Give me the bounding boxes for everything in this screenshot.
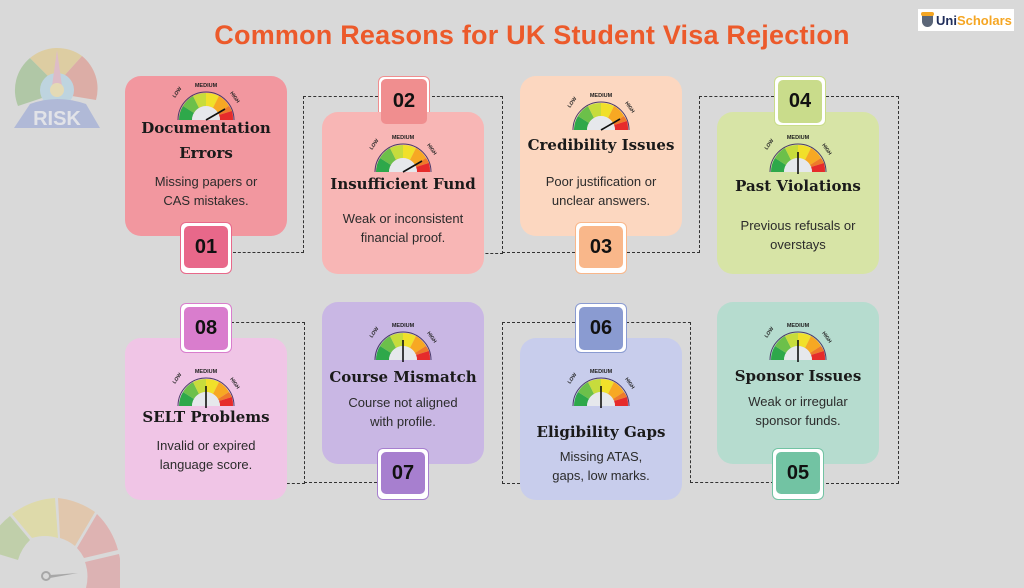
risk-gauge-icon: [363, 132, 443, 173]
step-badge-05: 05: [772, 448, 824, 500]
reason-description: Missing ATAS, gaps, low marks.: [552, 449, 650, 483]
reason-card-05: Sponsor Issues Weak or irregular sponsor…: [717, 302, 879, 464]
step-number: 05: [776, 452, 820, 494]
reason-card-02: Insufficient Fund Weak or inconsistent f…: [322, 112, 484, 274]
risk-gauge-icon: [561, 366, 641, 408]
connector-01-02-top: [303, 96, 378, 97]
reason-card-08: SELT Problems Invalid or expired languag…: [125, 338, 287, 500]
reason-description: Invalid or expired language score.: [156, 438, 256, 472]
connector-02-03-bot: [502, 252, 575, 253]
connector-05-06: [626, 322, 691, 483]
page-title: Common Reasons for UK Student Visa Rejec…: [214, 20, 850, 50]
reason-description: Weak or irregular sponsor funds.: [748, 394, 848, 428]
reason-description: Poor justification or unclear answers.: [545, 174, 657, 208]
risk-gauge-icon: [758, 320, 838, 362]
step-number: 06: [579, 307, 623, 350]
shield-icon: [921, 11, 934, 27]
reason-title: Course Mismatch: [329, 368, 477, 386]
step-badge-08: 08: [180, 303, 232, 353]
reason-card-04: Past Violations Previous refusals or ove…: [717, 112, 879, 274]
step-number: 03: [579, 226, 623, 268]
reason-title: Insufficient Fund: [330, 175, 476, 193]
step-number: 08: [184, 307, 228, 350]
risk-gauge-icon: [166, 366, 246, 408]
step-badge-06: 06: [575, 303, 627, 353]
step-number: 04: [778, 80, 822, 123]
risk-gauge-icon: [561, 90, 641, 131]
reason-card-03: Credibility Issues Poor justification or…: [520, 76, 682, 236]
reason-card-07: Course Mismatch Course not aligned with …: [322, 302, 484, 464]
connector-01-02: [233, 96, 304, 253]
reason-title: Eligibility Gaps: [536, 423, 666, 441]
reason-title: Past Violations: [735, 177, 861, 195]
risk-gauge-icon: [166, 80, 246, 121]
step-number: 07: [381, 452, 425, 494]
reason-description: Weak or inconsistent financial proof.: [342, 211, 464, 245]
risk-gauge-icon: [758, 132, 838, 174]
svg-text:RISK: RISK: [33, 108, 81, 128]
reason-description: Course not aligned with profile.: [348, 395, 458, 429]
risk-gauge-icon: [363, 320, 443, 362]
step-number: 01: [184, 226, 228, 268]
step-badge-02-overlay: 02: [378, 76, 430, 126]
connector-07-08-bot: [304, 482, 377, 483]
reason-title: SELT Problems: [142, 408, 270, 426]
reason-description: Missing papers or CAS mistakes.: [154, 174, 258, 208]
connector-03-04-top: [699, 96, 774, 97]
step-badge-04: 04: [774, 76, 826, 126]
connector-03-04: [627, 96, 700, 253]
connector-05-06-bot: [690, 482, 774, 483]
step-badge-03: 03: [575, 222, 627, 274]
reason-title: Credibility Issues: [527, 136, 675, 154]
logo-text-uni: Uni: [936, 12, 957, 28]
step-badge-01: 01: [180, 222, 232, 274]
connector-04-05: [826, 96, 899, 484]
risk-meter-decoration-icon: RISK: [14, 47, 100, 128]
risk-meter-decoration-icon: [0, 498, 120, 588]
reason-card-06: Eligibility Gaps Missing ATAS, gaps, low…: [520, 338, 682, 500]
reason-title: Sponsor Issues: [734, 367, 862, 385]
logo-text-scholars: Scholars: [956, 12, 1012, 28]
step-badge-07: 07: [377, 448, 429, 500]
reason-description: Previous refusals or overstays: [740, 218, 856, 252]
